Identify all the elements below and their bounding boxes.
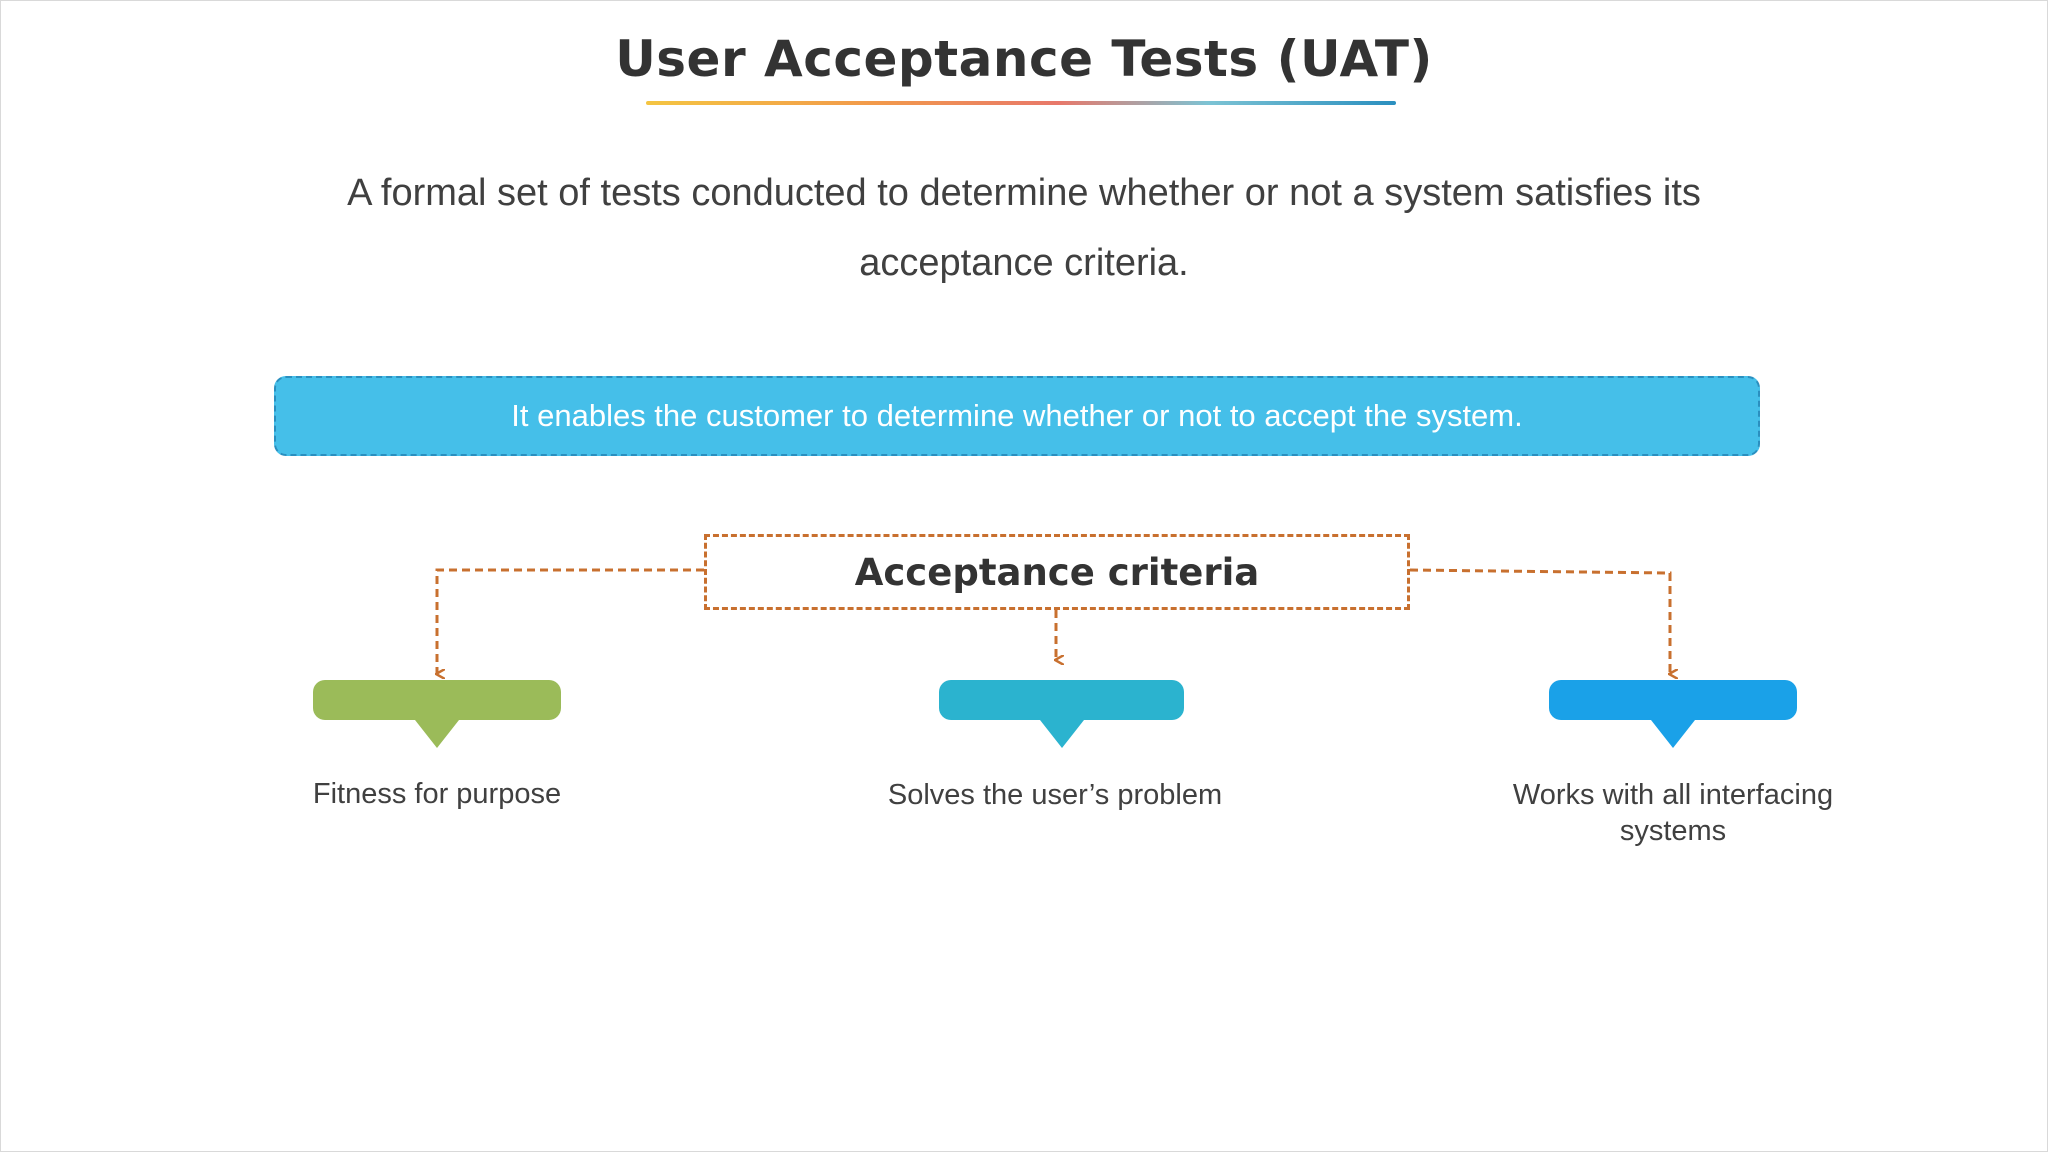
criterion-label-solves-problem: Solves the user’s problem bbox=[887, 779, 1223, 811]
connector-left bbox=[437, 568, 704, 674]
tag-fitness-for-purpose bbox=[313, 680, 561, 748]
acceptance-criteria-box: Acceptance criteria bbox=[704, 534, 1410, 610]
connector-right bbox=[1409, 568, 1670, 674]
acceptance-criteria-label: Acceptance criteria bbox=[854, 550, 1260, 594]
title-underline bbox=[646, 101, 1396, 105]
criterion-label-fitness: Fitness for purpose bbox=[312, 778, 562, 810]
tag-solves-users-problem bbox=[939, 680, 1184, 748]
tag-works-with-interfacing-systems bbox=[1549, 680, 1797, 748]
banner-text: It enables the customer to determine whe… bbox=[511, 398, 1523, 433]
info-banner: It enables the customer to determine whe… bbox=[274, 376, 1760, 456]
definition-text: A formal set of tests conducted to deter… bbox=[347, 172, 1701, 284]
slide-title: User Acceptance Tests (UAT) bbox=[615, 30, 1433, 88]
criterion-label-interfacing: Works with all interfacing systems bbox=[1512, 779, 1834, 847]
